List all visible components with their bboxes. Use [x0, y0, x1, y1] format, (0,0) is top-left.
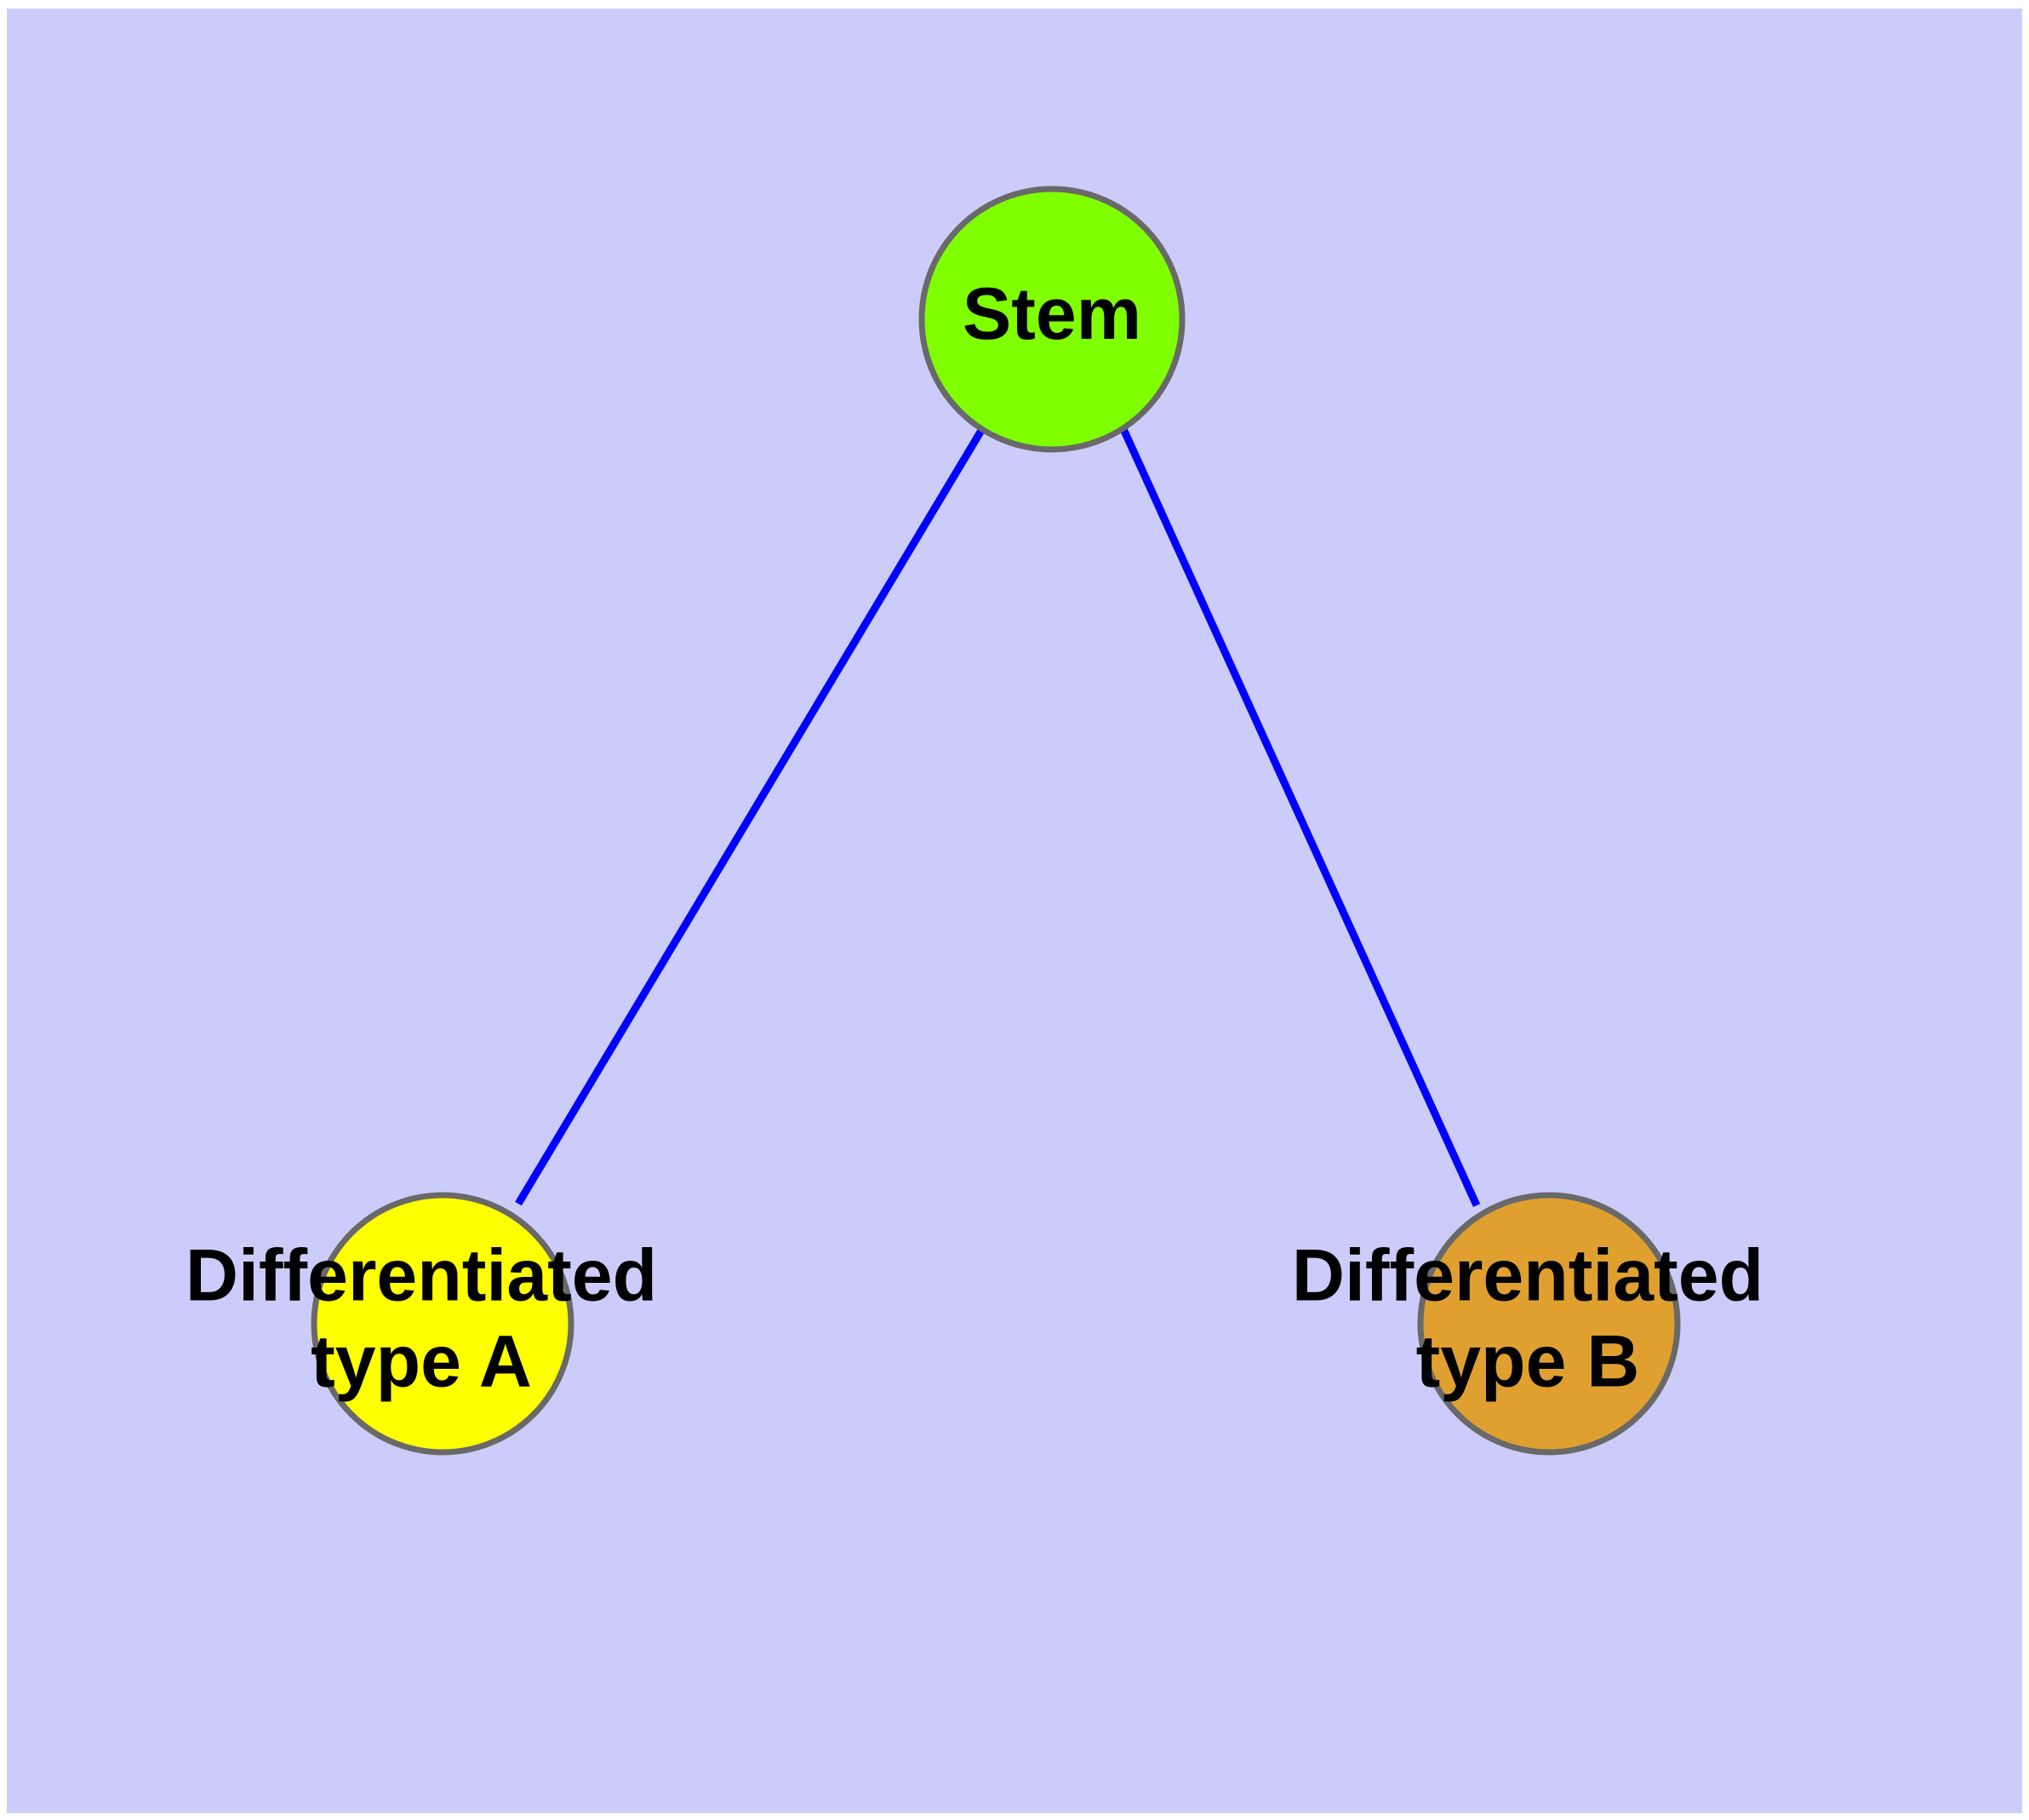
node-label-line: type A	[311, 1320, 532, 1402]
graph-edge-stem-to-diff-b[interactable]	[1119, 427, 1481, 1207]
node-circle-stem[interactable]	[918, 186, 1186, 453]
graph-edge-stem-to-diff-a[interactable]	[515, 426, 986, 1206]
node-label-line: Differentiated	[1292, 1234, 1763, 1316]
node-circle-diff-a[interactable]	[311, 1192, 574, 1456]
node-label-line: type B	[1416, 1320, 1640, 1402]
node-label-line: Stem	[963, 273, 1141, 355]
graph-node-diff-b[interactable]	[1417, 1192, 1681, 1456]
node-label-stem: Stem	[963, 273, 1141, 355]
edges-group	[515, 426, 1481, 1207]
node-label-line: Differentiated	[186, 1234, 657, 1316]
graph-node-stem[interactable]	[918, 186, 1186, 453]
node-circle-diff-b[interactable]	[1417, 1192, 1681, 1456]
graph-node-diff-a[interactable]	[311, 1192, 574, 1456]
